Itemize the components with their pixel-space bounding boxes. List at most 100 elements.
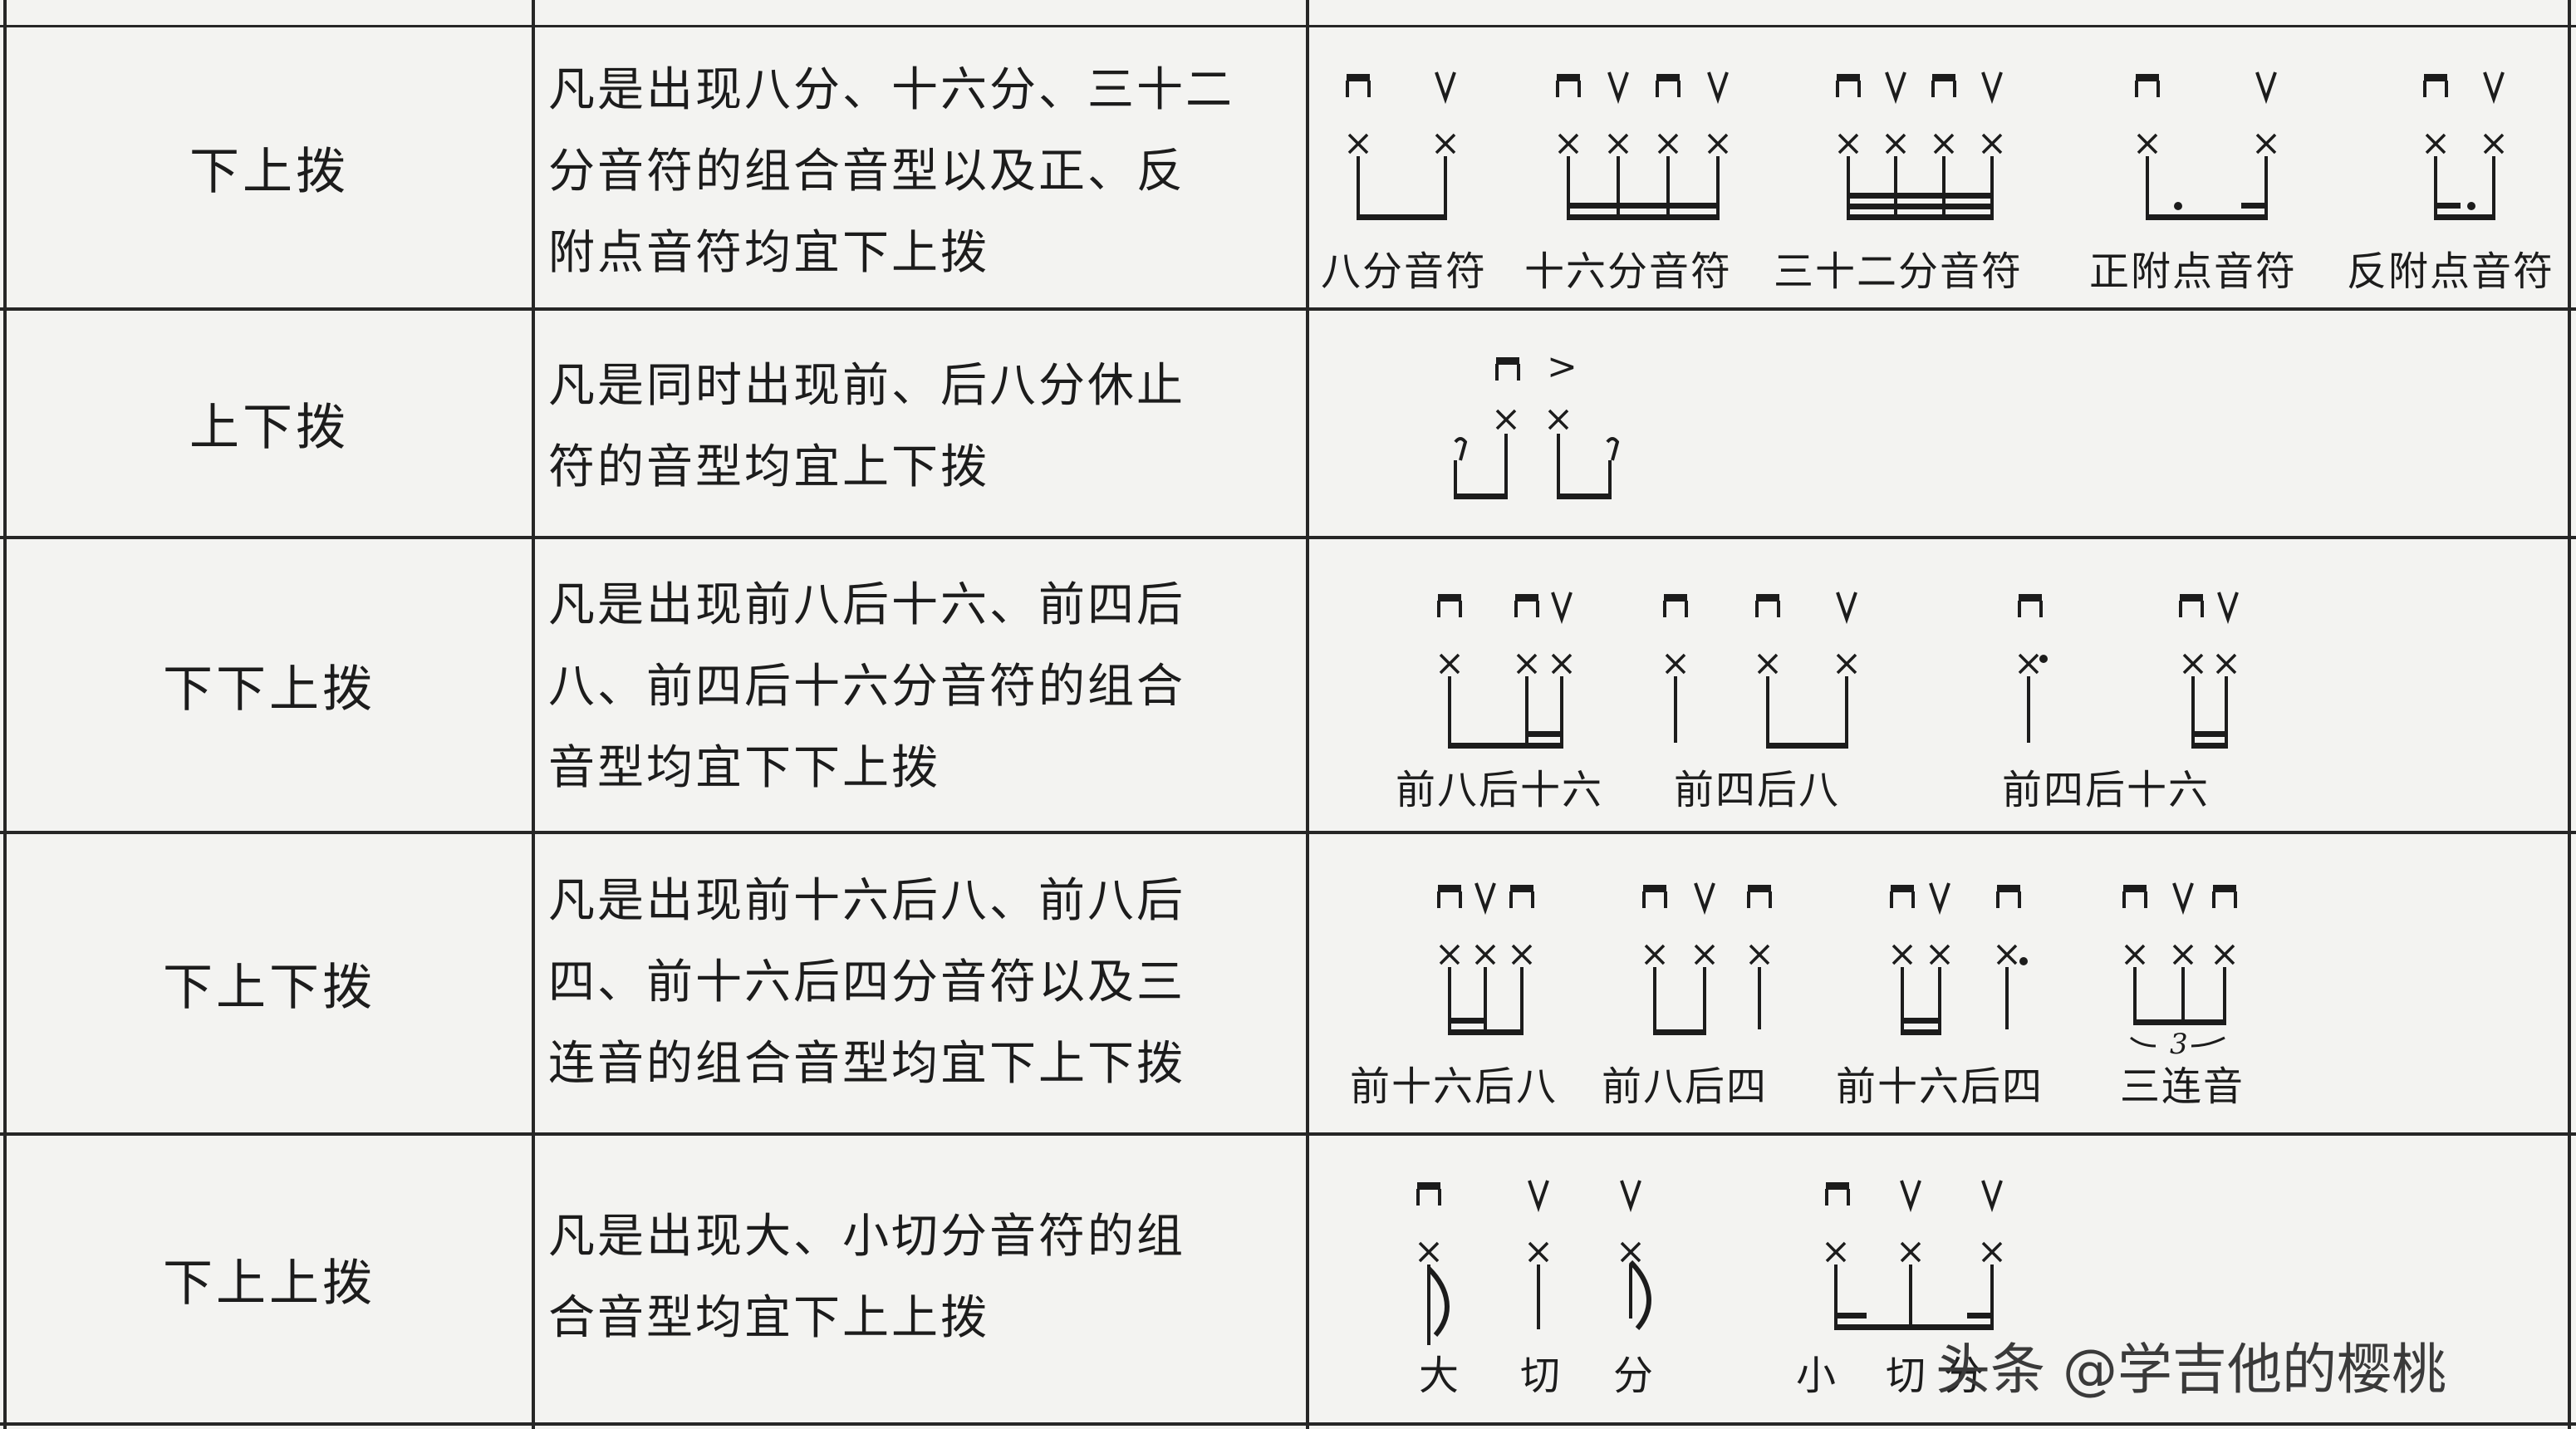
pattern-label: 前八后四 [1602,1063,1768,1110]
x-stroke [1996,944,2018,965]
eighth-rest [1606,437,1620,461]
eighth-rest [1454,437,1468,461]
down-stroke-symbol [2018,594,2043,617]
note-beam [1847,214,1994,220]
up-stroke-symbol [1900,1180,1921,1213]
x-notehead [1435,133,1456,155]
x-notehead [1933,133,1955,155]
up-stroke-symbol [1435,71,1456,105]
technique-cell: 上下拨 [7,311,532,536]
x-notehead [1439,653,1460,675]
x-notehead [1838,133,1859,155]
x-stroke [1495,409,1517,430]
down-stroke-symbol [1514,594,1539,617]
up-stroke-symbol [1607,71,1629,105]
rule-line: 符的音型均宜上下拨 [548,440,989,494]
note-beam [1567,214,1720,220]
x-notehead [1892,944,1913,965]
x-stroke [1885,133,1906,155]
table-bottom-rule [0,1422,2576,1426]
note-beam [1847,204,1994,209]
x-stroke [1900,1241,1921,1263]
x-stroke [1665,653,1686,675]
rhythm-notation [1416,1180,2003,1345]
up-stroke-symbol [1885,71,1906,105]
x-notehead [2018,653,2039,675]
notation-cell: 前八后十六 前四后八 前四后十六 [1313,539,2576,831]
pattern-label: 前四后八 [1674,767,1840,813]
x-notehead [1665,653,1686,675]
x-stroke [1929,944,1950,965]
technique-cell: 下下上拨 [7,539,532,831]
note-flag [1426,1266,1450,1337]
rule-line: 音型均宜下下上拨 [548,741,940,795]
pattern-label: 正附点音符 [2089,248,2297,295]
x-stroke [2483,133,2505,155]
down-stroke-bar [1837,74,1860,81]
technique-name: 下上拨 [189,143,349,201]
down-stroke-bar [1438,594,1461,602]
pattern-label: 分 [1613,1353,1655,1399]
triplet-number: 3 [2170,1028,2188,1061]
pattern-label: 小 [1796,1353,1838,1399]
notation-row-1: 八分音符 十六分音符 三十二分音符 正附点音符 反附点音符 [1321,71,2554,295]
x-stroke [2124,944,2146,965]
down-stroke-bar [1496,357,1519,365]
rule-line: 凡是出现前八后十六、前四后 [548,578,1185,632]
x-notehead [1929,944,1950,965]
up-stroke-symbol [2217,592,2239,625]
note-beam [1834,1324,1994,1330]
x-stroke [2018,653,2039,675]
notation-row-4: 3 前十六后八 前八后四 前十六后四 三连音 [1350,882,2243,1110]
x-stroke [1418,1241,1440,1263]
x-stroke [2215,653,2237,675]
notation-cell: 八分音符 十六分音符 三十二分音符 正附点音符 反附点音符 [1313,27,2576,307]
pattern-label: 前四后十六 [2002,767,2210,813]
down-stroke-bar [2424,74,2447,81]
x-notehead [1511,944,1533,965]
rule-line: 凡是出现前十六后八、前八后 [548,874,1185,928]
x-notehead [1996,944,2018,965]
x-stroke [1528,1241,1549,1263]
augmentation-dot [2174,202,2182,210]
down-stroke-symbol [1437,885,1462,908]
x-stroke [2425,133,2446,155]
note-beam [2191,743,2228,749]
x-stroke [1347,133,1369,155]
up-stroke-symbol [1836,592,1857,625]
down-stroke-bar [1438,885,1461,892]
x-notehead [1528,1241,1549,1263]
x-stroke [2255,133,2277,155]
down-stroke-bar [1417,1182,1440,1190]
up-stroke-symbol [1551,592,1573,625]
x-stroke [1707,133,1729,155]
x-stroke [1516,653,1538,675]
down-stroke-symbol [2179,594,2204,617]
rule-line: 附点音符均宜下上拨 [548,226,989,280]
note-beam [1557,494,1612,499]
down-stroke-bar [1932,74,1955,81]
down-stroke-symbol [1656,74,1681,97]
augmentation-dot [2039,655,2048,663]
pattern-label: 反附点音符 [2347,248,2554,295]
x-notehead [2215,653,2237,675]
up-stroke-symbol [1528,1180,1549,1213]
note-beam [1653,1029,1706,1035]
note-beam [1525,731,1563,737]
x-notehead [2214,944,2235,965]
x-stroke [1836,653,1857,675]
rule-cell: 凡是出现八分、十六分、三十二 分音符的组合音型以及正、反 附点音符均宜下上拨 [548,50,1300,294]
note-beam [1454,494,1508,499]
x-notehead [1474,944,1496,965]
up-stroke-symbol [2483,71,2505,105]
down-stroke-symbol [1495,357,1520,381]
pattern-label: 切 [1520,1353,1562,1399]
note-beam [2146,214,2268,220]
rule-cell: 凡是同时出现前、后八分休止 符的音型均宜上下拨 [548,346,1300,508]
x-notehead [1607,133,1629,155]
x-stroke [1981,133,2003,155]
note-beam [1967,1313,1994,1319]
note-beam [1834,1313,1867,1319]
down-stroke-symbol [1437,594,1462,617]
